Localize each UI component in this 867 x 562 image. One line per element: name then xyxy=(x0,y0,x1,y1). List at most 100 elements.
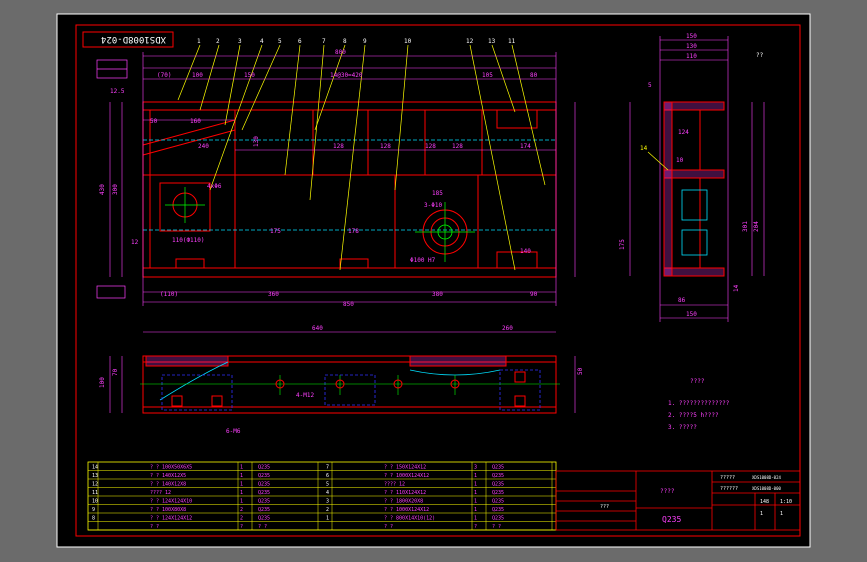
bom-cell-qty: ? xyxy=(240,524,243,530)
tech-req-item-3: 3. ????? xyxy=(668,424,697,431)
title-block-text: ???? Q235 ????? XDS1008D-024 ?????? XDS1… xyxy=(600,475,792,524)
bom-cell-name: ? ? 100X80X8 xyxy=(150,507,186,513)
bom-cell-no: 7 xyxy=(326,465,329,471)
plan-view xyxy=(142,355,557,414)
tolerance-box-bottom xyxy=(96,285,126,299)
side-dim-lines xyxy=(629,36,765,322)
plan-dim-70: 70 xyxy=(112,368,119,376)
plan-dim-260: 260 xyxy=(502,325,513,332)
title-block-note: ??? xyxy=(600,504,609,510)
bom-cell-name: ? ? 100X50X6X5 xyxy=(150,465,192,471)
bom-cell-mat: ? ? xyxy=(258,524,267,530)
side-dim-301: 301 xyxy=(742,221,749,232)
dim-130: 130 xyxy=(253,136,260,147)
bom-cell-mat: Q235 xyxy=(492,473,504,479)
front-dim-text: 800 14@30=420 (70) 100 150 105 80 50 160… xyxy=(99,49,538,308)
dim-140: 140 xyxy=(520,248,531,255)
part-label-4: 4 xyxy=(260,38,264,45)
dim-178: 178 xyxy=(348,228,359,235)
bom-cell-mat: Q235 xyxy=(258,507,270,513)
dim-128-c: 128 xyxy=(425,143,436,150)
title-block-sub1: ?????? xyxy=(720,486,738,492)
dim-12: 12 xyxy=(131,239,139,246)
part-label-12: 12 xyxy=(466,38,474,45)
bom-cell-no: 9 xyxy=(92,507,95,513)
bom-cell-mat: Q235 xyxy=(492,499,504,505)
bom-cell-qty: 1 xyxy=(474,507,477,513)
front-hidden-lines xyxy=(143,139,556,231)
dim-150: 150 xyxy=(244,72,255,79)
dim-300: 300 xyxy=(112,184,119,195)
dim-128-d: 128 xyxy=(452,143,463,150)
side-dim-204: 204 xyxy=(753,221,760,232)
dim-12-5: 12.5 xyxy=(110,88,125,95)
bom-cell-qty: 2 xyxy=(240,516,243,522)
bom-cell-no: 11 xyxy=(92,490,98,496)
bom-cell-name: ? ? 110X124X12 xyxy=(384,490,426,496)
dim-360: 360 xyxy=(268,291,279,298)
bom-cell-name: ? ? xyxy=(150,524,159,530)
dim-128-b: 128 xyxy=(380,143,391,150)
dim-90: 90 xyxy=(530,291,538,298)
side-dim-124: 124 xyxy=(678,129,689,136)
plan-dim-bolt2: 6-M6 xyxy=(226,428,241,435)
bom-cell-mat: Q235 xyxy=(258,490,270,496)
bom-cell-no: 6 xyxy=(326,473,329,479)
bom-cell-qty: 1 xyxy=(474,516,477,522)
bom-cell-qty: 1 xyxy=(240,473,243,479)
title-block-company: ????? xyxy=(720,475,735,481)
bom-cell-name: ? ? 124X124X10 xyxy=(150,499,192,505)
leader-lines xyxy=(177,44,546,271)
bom-cell-mat: Q235 xyxy=(258,473,270,479)
plan-dim-text: 640 260 4-M12 6-M6 100 70 50 xyxy=(99,325,584,435)
dim-50: 50 xyxy=(150,118,158,125)
bom-cell-qty: 1 xyxy=(240,490,243,496)
bom-cell-mat: Q235 xyxy=(492,516,504,522)
plan-centerlines xyxy=(140,375,560,395)
bom-cell-mat: Q235 xyxy=(492,482,504,488)
bom-cell-qty: 2 xyxy=(240,507,243,513)
bom-cell-qty: 1 xyxy=(474,473,477,479)
bom-cell-name: ? ? 1000X124X12 xyxy=(384,473,429,479)
side-view xyxy=(663,101,725,277)
bom-cell-no: 2 xyxy=(326,507,329,513)
frame xyxy=(75,24,801,537)
side-dim-175: 175 xyxy=(619,239,626,250)
bom-cell-qty: ? xyxy=(474,524,477,530)
side-hidden-lines xyxy=(681,189,708,256)
bom-cell-mat: ? ? xyxy=(492,524,501,530)
bom-cell-mat: Q235 xyxy=(258,499,270,505)
plan-bolt-holes xyxy=(171,371,526,407)
sheet xyxy=(56,13,811,548)
bom-cell-name: ? ? 150X124X12 xyxy=(384,465,426,471)
bom-cell-qty: 1 xyxy=(240,465,243,471)
bom-cell-qty: 1 xyxy=(240,482,243,488)
side-dim-text: 150 130 110 124 10 175 204 301 86 150 14… xyxy=(619,33,760,318)
side-dim-5: 5 xyxy=(648,82,652,89)
plan-dim-bolt: 4-M12 xyxy=(296,392,314,399)
part-label-3: 3 xyxy=(238,38,242,45)
bom-cell-qty: 1 xyxy=(474,482,477,488)
plan-dim-50: 50 xyxy=(577,367,584,375)
dim-800: 800 xyxy=(335,49,346,56)
title-block-total: 1 xyxy=(780,511,783,517)
part-label-6: 6 xyxy=(298,38,302,45)
title-block-sheet: 1 xyxy=(760,511,763,517)
bom-cell-mat: Q235 xyxy=(492,465,504,471)
front-bore-feature xyxy=(165,187,475,262)
title-block xyxy=(555,470,801,531)
bom-cell-name: ? ? 124X124X12 xyxy=(150,516,192,522)
drawing-number-box xyxy=(82,31,174,48)
title-note: ?? xyxy=(756,52,764,59)
side-leader xyxy=(647,151,669,171)
dim-430: 430 xyxy=(99,184,106,195)
bom-cell-no: 14 xyxy=(92,465,98,471)
front-dim-lines xyxy=(109,52,576,306)
dim-100: 100 xyxy=(192,72,203,79)
plan-dim-100: 100 xyxy=(99,377,106,388)
dim-128-a: 128 xyxy=(333,143,344,150)
part-label-9: 9 xyxy=(363,38,367,45)
side-dim-14: 14 xyxy=(733,284,740,292)
